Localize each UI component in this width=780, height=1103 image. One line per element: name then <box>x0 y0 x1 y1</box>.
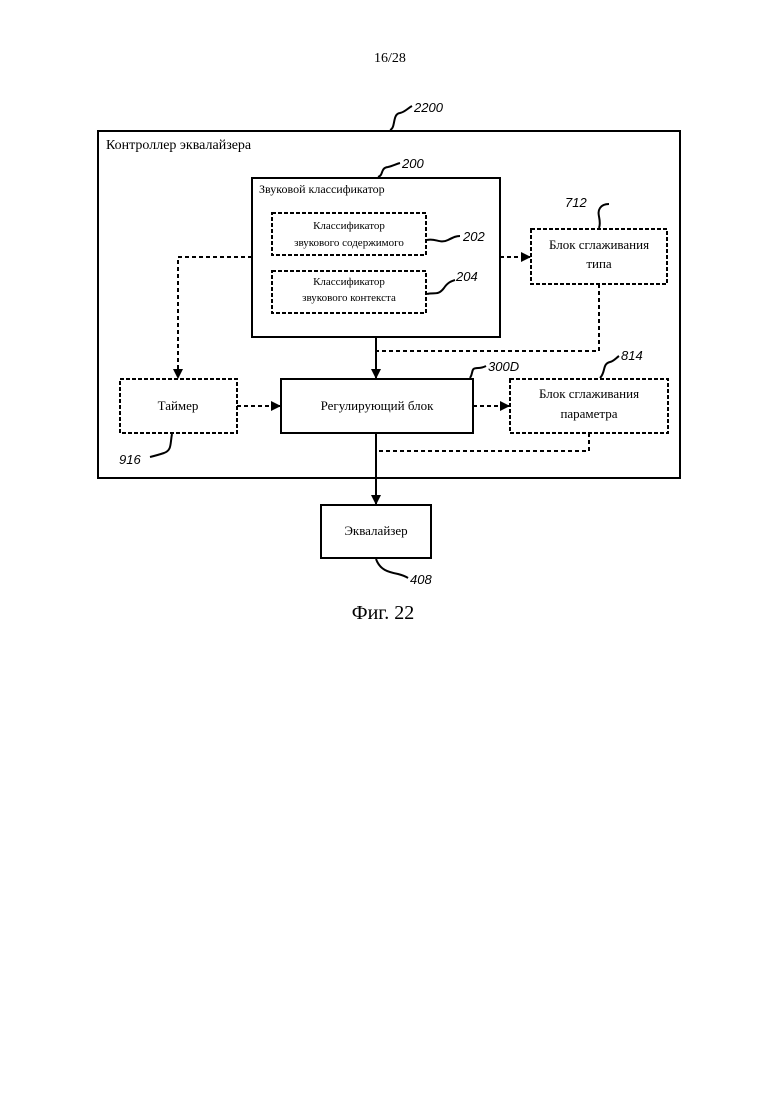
context-classifier-ref-leader <box>427 280 455 294</box>
controller-ref: 2200 <box>413 100 444 115</box>
content-classifier-ref: 202 <box>462 229 485 244</box>
classifier-to-timer-arrow <box>178 257 252 378</box>
content-classifier-line1: Классификатор <box>313 220 385 232</box>
param-smoothing-feedback-line <box>376 433 589 451</box>
controller-box <box>98 131 680 478</box>
equalizer-ref-leader <box>376 559 408 578</box>
controller-label: Контроллер эквалайзера <box>106 138 252 153</box>
context-classifier-ref: 204 <box>455 269 478 284</box>
audio-classifier-ref: 200 <box>401 156 424 171</box>
content-classifier-ref-leader <box>427 236 460 241</box>
timer-ref-leader <box>150 434 172 457</box>
audio-classifier-label: Звуковой классификатор <box>259 182 385 196</box>
type-smoothing-feedback-line <box>376 284 599 351</box>
adjusting-unit-label: Регулирующий блок <box>321 398 435 413</box>
param-smoothing-line2: параметра <box>560 406 617 421</box>
audio-classifier-ref-leader <box>378 163 400 177</box>
equalizer-ref: 408 <box>410 572 432 587</box>
param-smoothing-line1: Блок сглаживания <box>539 386 639 401</box>
equalizer-label: Эквалайзер <box>344 523 407 538</box>
context-classifier-line2: звукового контекста <box>302 292 396 304</box>
content-classifier-line2: звукового содержимого <box>294 237 404 249</box>
type-smoothing-ref: 712 <box>565 195 587 210</box>
type-smoothing-line1: Блок сглаживания <box>549 237 649 252</box>
timer-label: Таймер <box>158 398 199 413</box>
controller-ref-leader <box>390 106 412 130</box>
figure-caption: Фиг. 22 <box>352 602 414 624</box>
page-number: 16/28 <box>374 51 406 66</box>
type-smoothing-line2: типа <box>586 256 612 271</box>
timer-ref: 916 <box>119 452 141 467</box>
param-smoothing-ref: 814 <box>621 348 643 363</box>
param-smoothing-ref-leader <box>600 356 619 378</box>
adjusting-unit-ref: 300D <box>488 359 519 374</box>
context-classifier-line1: Классификатор <box>313 276 385 288</box>
type-smoothing-ref-leader <box>599 204 609 228</box>
adjusting-unit-ref-leader <box>470 366 486 378</box>
